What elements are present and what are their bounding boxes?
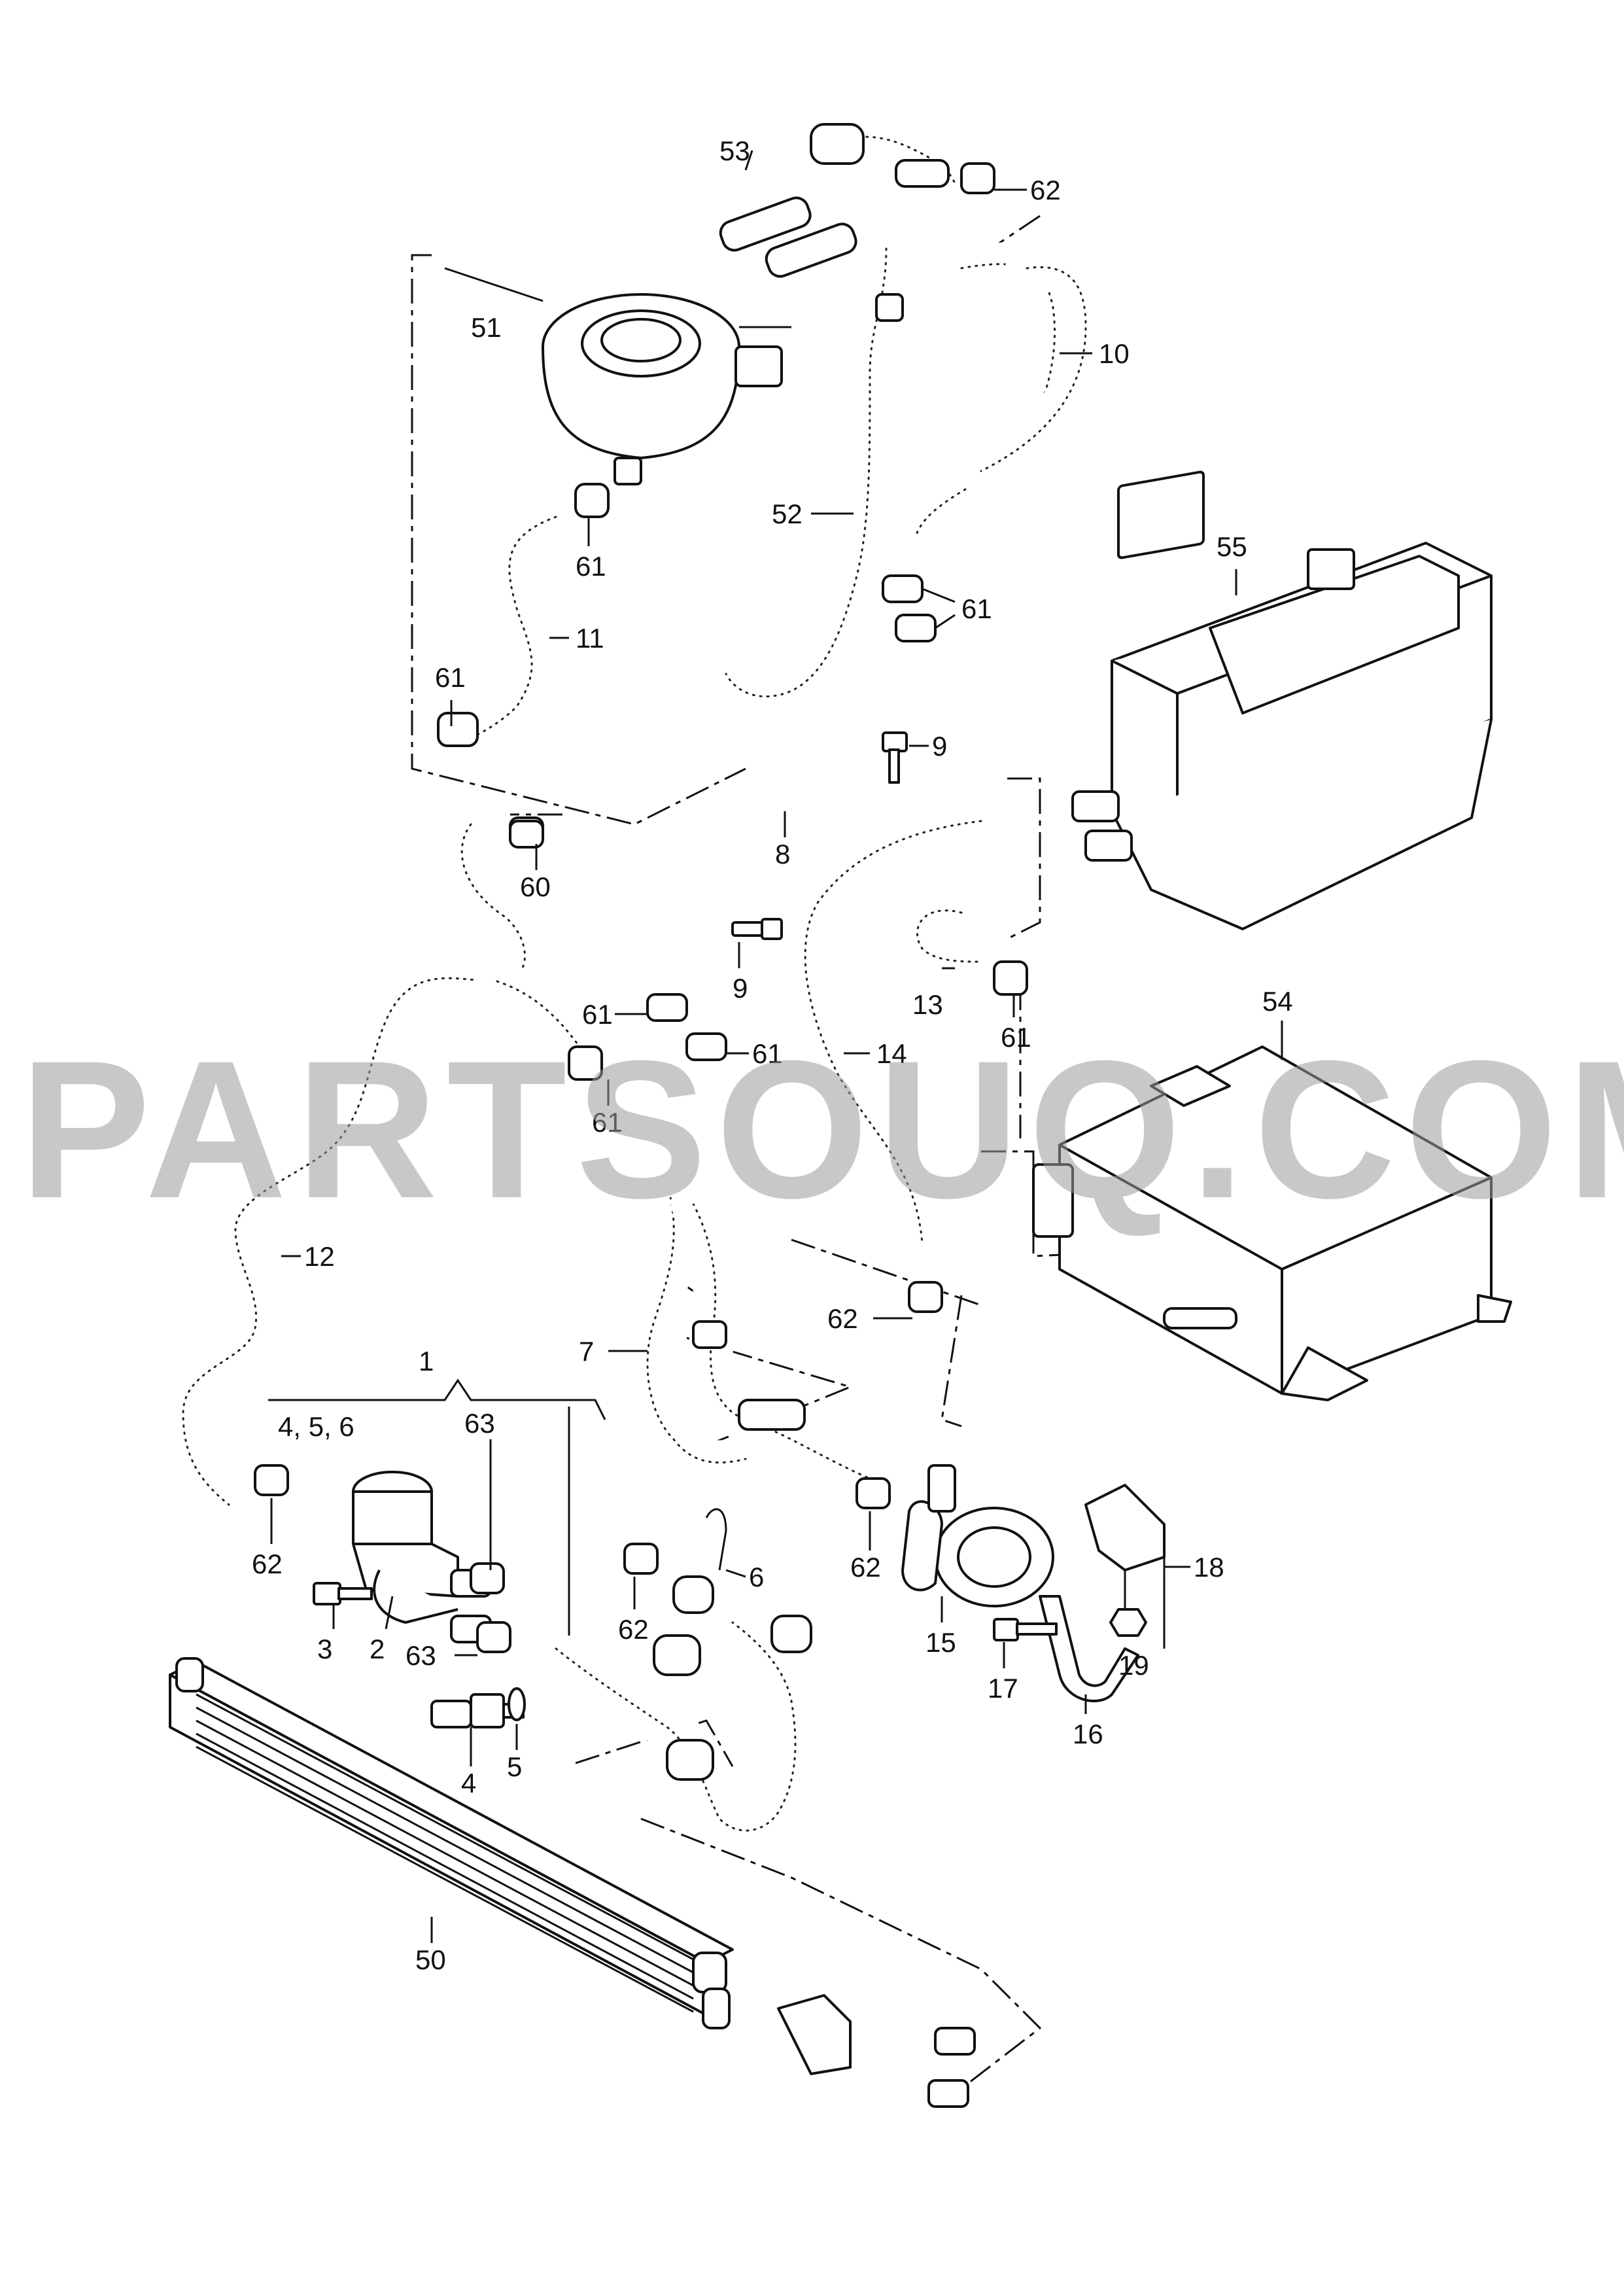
callout-60: 60 <box>520 871 551 902</box>
hose-7 <box>625 1175 892 1501</box>
callout-62: 62 <box>850 1552 881 1583</box>
callout-labels: 53 62 10 51 52 61 11 61 61 55 9 8 60 9 1… <box>252 135 1293 1975</box>
hose-11 <box>430 495 578 767</box>
callout-55: 55 <box>1217 531 1247 562</box>
callout-7: 7 <box>579 1336 594 1367</box>
callout-62: 62 <box>827 1303 858 1334</box>
coolant-pump-15 <box>901 1464 1054 1607</box>
bolt-17 <box>993 1618 1058 1641</box>
callout-2: 2 <box>370 1634 385 1664</box>
callout-61: 61 <box>582 999 613 1030</box>
callout-61: 61 <box>435 662 466 693</box>
callout-12: 12 <box>304 1241 335 1272</box>
callout-61: 61 <box>752 1038 783 1069</box>
expansion-tank-51 <box>444 267 783 485</box>
callout-5: 5 <box>507 1751 522 1782</box>
hose-13 <box>897 890 1001 982</box>
watermark: PARTSOUQ.COM <box>20 1019 1624 1239</box>
callout-50: 50 <box>415 1944 446 1975</box>
callout-4: 4 <box>461 1768 476 1798</box>
bolt-9-lower <box>731 918 783 940</box>
hose-10 <box>894 242 1107 558</box>
hose-52 <box>704 227 908 718</box>
callout-19: 19 <box>1118 1650 1149 1681</box>
auxiliary-cooler-50 <box>169 1657 734 2029</box>
callout-9: 9 <box>932 731 947 762</box>
callout-17: 17 <box>988 1673 1018 1704</box>
callout-11: 11 <box>576 623 604 654</box>
clip-6 <box>705 1508 727 1571</box>
fittings-53 <box>719 123 950 322</box>
callout-18: 18 <box>1194 1552 1224 1583</box>
bolt-9-upper <box>882 731 908 784</box>
group-label: 4, 5, 6 <box>278 1411 354 1442</box>
callout-61: 61 <box>592 1107 623 1138</box>
callout-61: 61 <box>961 593 992 624</box>
callout-53: 53 <box>719 135 750 166</box>
bracket-18 <box>1084 1484 1166 1649</box>
hose-14 <box>783 799 1003 1265</box>
callout-52: 52 <box>772 499 803 529</box>
callout-13: 13 <box>912 989 943 1020</box>
callout-54: 54 <box>1262 986 1293 1017</box>
sensor-4 <box>430 1693 525 1728</box>
hose-clamps <box>254 162 1028 1653</box>
nut-19 <box>1109 1608 1147 1637</box>
callout-51: 51 <box>471 312 502 343</box>
callout-15: 15 <box>925 1627 956 1658</box>
leader-lines <box>268 150 1283 1943</box>
bolt-3 <box>313 1582 373 1605</box>
callout-61: 61 <box>576 551 606 582</box>
hose-12 <box>161 802 611 1527</box>
control-module-54 <box>1032 1045 1512 1401</box>
callout-10: 10 <box>1099 338 1130 369</box>
pipe-8 <box>661 567 921 1204</box>
cooler-outlet-pipes <box>709 1971 976 2129</box>
power-electronics-55 <box>1071 470 1493 930</box>
callout-62: 62 <box>1030 175 1061 205</box>
callout-61: 61 <box>1001 1022 1031 1053</box>
callout-63: 63 <box>464 1408 495 1439</box>
callout-16: 16 <box>1073 1719 1103 1749</box>
hose-lower-loop <box>534 1600 818 1853</box>
hose-couplings <box>653 1320 812 1781</box>
callout-62: 62 <box>252 1549 283 1579</box>
callout-9: 9 <box>733 973 748 1004</box>
callout-63: 63 <box>406 1640 436 1671</box>
valve-assembly-2 <box>352 1471 492 1643</box>
callout-1: 1 <box>419 1346 434 1376</box>
o-ring-5 <box>508 1687 526 1721</box>
clamp-16 <box>1039 1595 1139 1702</box>
callout-6: 6 <box>749 1562 764 1592</box>
callout-8: 8 <box>775 839 790 869</box>
callout-62: 62 <box>618 1614 649 1645</box>
callout-3: 3 <box>317 1634 332 1664</box>
callout-14: 14 <box>876 1038 907 1069</box>
